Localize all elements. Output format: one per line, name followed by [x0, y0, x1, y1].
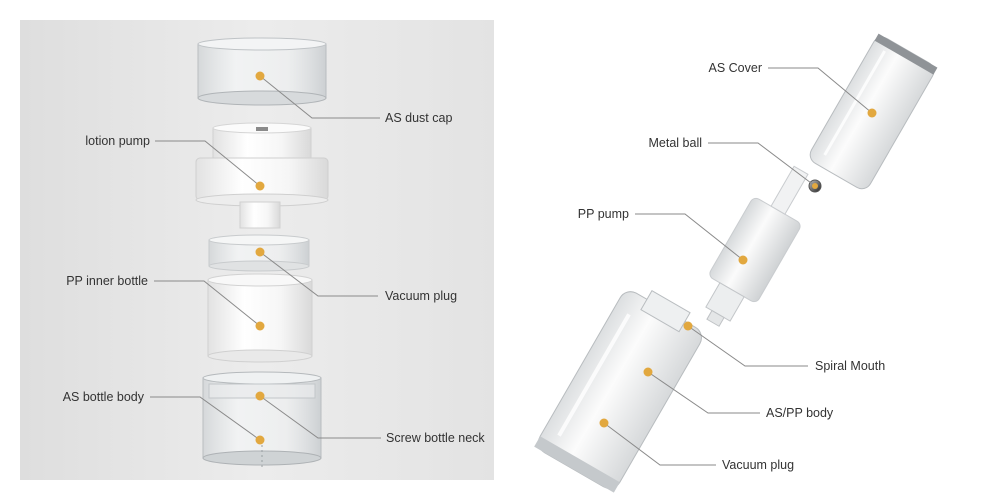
as-bottle-body-part — [202, 371, 322, 470]
label-as-cover: AS Cover — [709, 61, 763, 75]
right-dots — [599, 108, 877, 428]
left-leader-lines — [150, 75, 381, 441]
lotion-pump-part — [195, 122, 329, 229]
dot-bottle-body — [255, 435, 265, 445]
dot-lotion-pump — [255, 181, 265, 191]
leader-as-cover — [768, 67, 873, 114]
leader-vacuum-plug-right — [603, 422, 716, 466]
leader-spiral-mouth — [687, 325, 808, 367]
vacuum-plug-left-part — [208, 234, 310, 272]
dot-metal-ball — [812, 183, 818, 189]
label-as-pp-body: AS/PP body — [766, 406, 834, 420]
dot-inner-bottle — [255, 321, 265, 331]
leader-lotion-pump — [155, 140, 261, 187]
left-dots — [255, 71, 265, 445]
leader-screw-neck — [259, 395, 381, 439]
dot-spiral-mouth — [683, 321, 693, 331]
pp-pump-part — [705, 165, 809, 327]
dot-as-pp-body — [643, 367, 653, 377]
label-vacuum-plug-left: Vacuum plug — [385, 289, 457, 303]
right-panel: AS Cover Metal ball PP pump Spiral Mouth… — [534, 33, 938, 493]
leader-metal-ball — [708, 142, 816, 187]
dot-as-cover — [867, 108, 877, 118]
label-screw-bottle-neck: Screw bottle neck — [386, 431, 485, 445]
left-panel: AS dust cap lotion pump Vacuum plug PP i… — [20, 20, 494, 480]
dot-vacuum-plug-right — [599, 418, 609, 428]
right-leader-lines — [603, 67, 873, 466]
label-as-bottle-body: AS bottle body — [63, 390, 145, 404]
dot-vacuum-plug — [255, 247, 265, 257]
as-dust-cap-part — [197, 37, 327, 106]
leader-bottle-body — [150, 396, 261, 441]
dot-dust-cap — [255, 71, 265, 81]
label-as-dust-cap: AS dust cap — [385, 111, 452, 125]
label-metal-ball: Metal ball — [649, 136, 703, 150]
label-pp-inner-bottle: PP inner bottle — [66, 274, 148, 288]
leader-vacuum-plug — [259, 251, 378, 297]
dot-screw-neck — [255, 391, 265, 401]
leader-pp-pump — [635, 213, 744, 261]
as-pp-body-part — [534, 289, 702, 493]
label-pp-pump: PP pump — [578, 207, 629, 221]
leader-as-pp-body — [647, 371, 760, 414]
label-vacuum-plug-right: Vacuum plug — [722, 458, 794, 472]
leader-dust-cap — [259, 75, 380, 119]
label-lotion-pump: lotion pump — [85, 134, 150, 148]
dot-pp-pump — [738, 255, 748, 265]
label-spiral-mouth: Spiral Mouth — [815, 359, 885, 373]
leader-inner-bottle — [154, 280, 261, 327]
pp-inner-bottle-part — [207, 273, 313, 363]
